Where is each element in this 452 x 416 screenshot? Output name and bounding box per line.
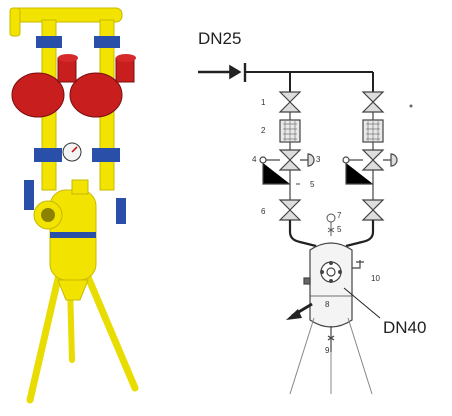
flange-2: [94, 36, 120, 48]
ball-valve-icon: [361, 91, 385, 113]
ball-valve-icon: [278, 199, 302, 221]
valve-handle-left: [24, 180, 34, 210]
inlet-size-label: DN25: [198, 29, 242, 48]
callout-5b: 5: [337, 225, 342, 234]
regulator-left: [11, 72, 65, 118]
callout-3: 3: [316, 155, 321, 164]
regulator-valve-icon: [278, 149, 302, 171]
outlet-size-label: DN40: [383, 318, 427, 337]
ball-valve-icon: [278, 91, 302, 113]
flange-3: [34, 148, 62, 162]
callout-9: 9: [325, 346, 330, 355]
callout-5a: 5: [310, 180, 315, 189]
callout-10: 10: [371, 274, 380, 283]
regulator-right: [69, 72, 123, 118]
ball-valve-icon: [361, 199, 385, 221]
callout-6: 6: [261, 207, 266, 216]
diaphragm-icon: [300, 153, 315, 167]
callout-1: 1: [261, 98, 266, 107]
pilot-icon: [342, 156, 350, 164]
inlet-arrow-head: [229, 64, 242, 80]
skid-leg-left: [26, 266, 64, 404]
diaphragm-icon: [383, 153, 398, 167]
flange-4: [92, 148, 120, 162]
callout-8: 8: [325, 300, 330, 309]
vessel-nozzle: [303, 277, 311, 285]
regulator-skid-photo: [9, 7, 139, 404]
vessel-stand: [289, 317, 373, 395]
callout-4: 4: [252, 155, 257, 164]
flange-1: [36, 36, 62, 48]
regulator-valve-icon: [361, 149, 385, 171]
skid-leg-right: [81, 266, 139, 392]
gauge-icon: [326, 213, 336, 236]
branch-right: [342, 91, 398, 248]
separator-vessel: [303, 242, 364, 352]
pilot-icon: [259, 156, 267, 164]
callout-7: 7: [337, 211, 342, 220]
branch-left: [259, 91, 317, 248]
outlet-leader: [343, 287, 381, 319]
valve-handle-right: [116, 198, 126, 224]
callout-2: 2: [261, 126, 266, 135]
outlet-arrow-head: [286, 309, 302, 320]
